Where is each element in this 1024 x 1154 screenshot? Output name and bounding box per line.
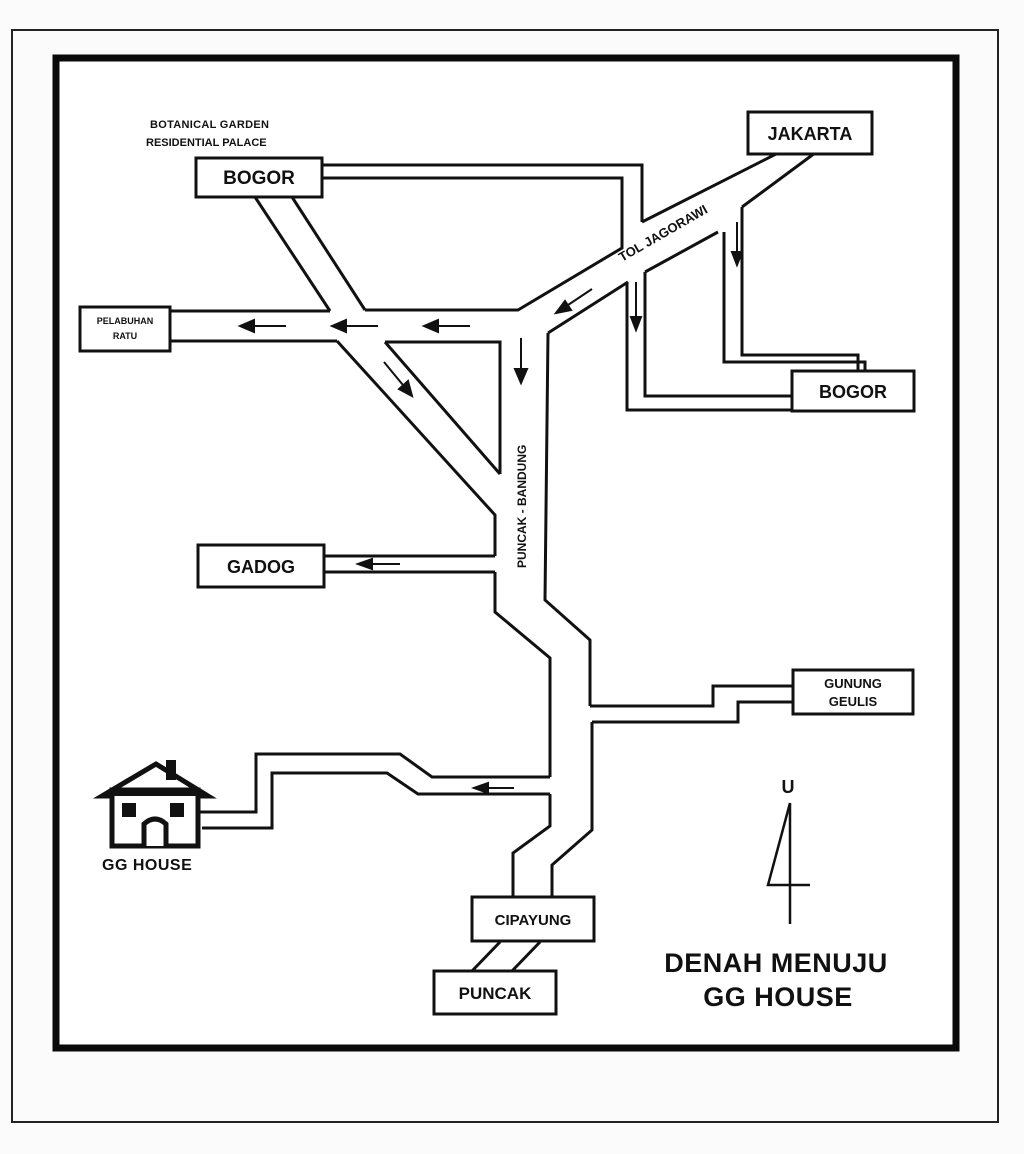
road-tol-lower	[547, 280, 629, 335]
place-jakarta: JAKARTA	[746, 110, 874, 156]
house-icon	[92, 760, 217, 849]
road-bogor-north-inner	[322, 176, 624, 312]
arrow-southeast-icon	[383, 361, 414, 398]
road-diag-inner	[383, 341, 502, 475]
roads	[170, 150, 867, 973]
arrow-west-icon	[237, 318, 286, 334]
place-bogor-right: BOGOR	[790, 369, 916, 413]
road-puncak-right	[543, 332, 592, 706]
place-gadog: GADOG	[196, 543, 326, 589]
arrow-south-icon	[629, 282, 643, 333]
arrow-southwest-icon	[553, 288, 593, 315]
bogor-right-label: BOGOR	[819, 382, 887, 402]
road-south-right	[550, 722, 594, 897]
arrow-south-icon	[730, 222, 744, 268]
arrow-west-icon	[329, 318, 378, 334]
place-pelabuhan-ratu: PELABUHAN RATU	[78, 305, 172, 353]
bogor-note-line1: BOTANICAL GARDEN	[150, 119, 269, 131]
jakarta-label: JAKARTA	[768, 124, 853, 144]
road-diag-lower-right	[385, 340, 502, 474]
place-puncak: PUNCAK	[432, 969, 558, 1016]
road-tol-lower3	[741, 151, 816, 209]
road-bogor-right-outer	[625, 282, 792, 412]
road-puncak-link-2	[510, 940, 542, 973]
road-bogor-right-inner1	[643, 272, 792, 398]
puncak-label: PUNCAK	[459, 984, 532, 1003]
pelabuhan-line2: RATU	[113, 331, 137, 341]
arrow-west-icon	[355, 557, 400, 571]
arrow-south-icon	[513, 338, 529, 386]
arrow-west-icon	[471, 781, 514, 795]
north-label: U	[782, 777, 795, 797]
road-house-top	[200, 752, 550, 814]
road-puncak-link-1	[470, 940, 502, 973]
pelabuhan-line1: PELABUHAN	[97, 316, 154, 326]
road-geulis-bottom	[592, 700, 793, 724]
cipayung-label: CIPAYUNG	[495, 912, 572, 929]
road-diag-right	[290, 196, 367, 311]
road-geulis-top	[590, 684, 793, 708]
map-title-line1: DENAH MENUJU	[664, 948, 888, 978]
place-bogor-top: BOTANICAL GARDEN RESIDENTIAL PALACE BOGO…	[146, 119, 324, 199]
road-label-puncak-bandung: PUNCAK - BANDUNG	[515, 445, 529, 568]
road-bogor-north-outer	[322, 163, 644, 222]
road-south-left	[511, 794, 552, 897]
road-tol-upper	[641, 150, 781, 224]
road-diag-left	[253, 196, 332, 312]
gunung-line1: GUNUNG	[824, 676, 882, 691]
road-puncak-left	[493, 572, 552, 777]
map-title-line2: GG HOUSE	[703, 982, 853, 1012]
road-diag-lower-left	[335, 339, 497, 556]
road-bogor-right-outer2	[740, 207, 860, 372]
north-arrow-icon: U	[766, 777, 810, 924]
road-bogor-right-inner2	[722, 232, 867, 372]
outer-frame	[11, 29, 999, 1123]
gunung-line2: GEULIS	[829, 694, 878, 709]
road-tol-lower2	[644, 230, 719, 274]
place-cipayung: CIPAYUNG	[470, 895, 596, 943]
arrow-west-icon	[421, 318, 470, 334]
road-house-bottom	[202, 771, 550, 830]
bogor-note-line2: RESIDENTIAL PALACE	[146, 137, 267, 149]
gadog-label: GADOG	[227, 557, 295, 577]
bogor-top-label: BOGOR	[223, 168, 295, 189]
place-gunung-geulis: GUNUNG GEULIS	[791, 668, 915, 716]
gg-house-label: GG HOUSE	[102, 857, 192, 874]
direction-arrows	[237, 222, 744, 795]
